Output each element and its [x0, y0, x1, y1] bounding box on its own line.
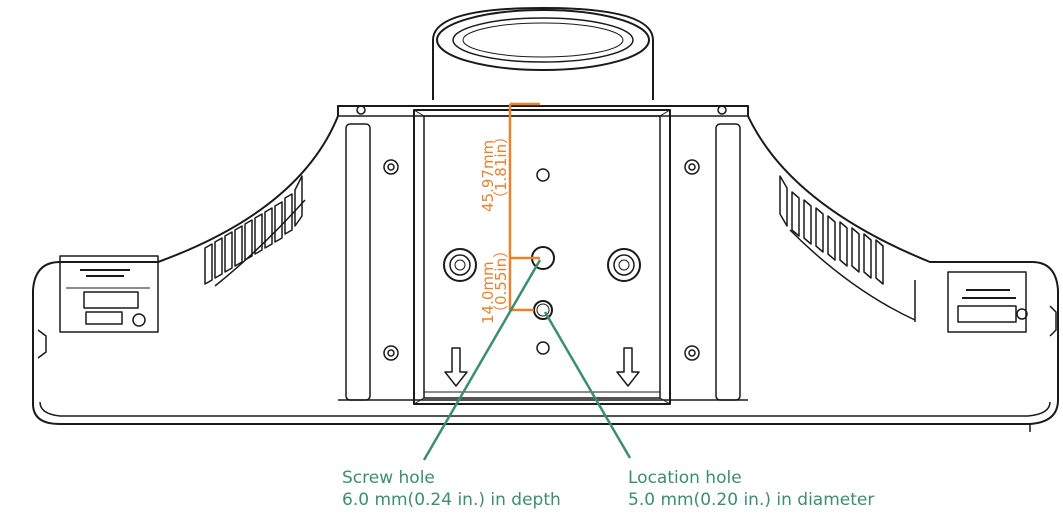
callout-leaders [422, 259, 632, 461]
left-vent [204, 175, 306, 287]
dimension-lines [508, 102, 540, 312]
right-side-tab [1049, 305, 1057, 337]
location-hole-title: Location hole [628, 468, 742, 488]
screw-hole-callout: Screw hole 6.0 mm(0.24 in.) in depth [342, 467, 561, 511]
right-vent [779, 175, 916, 322]
screw-hole-leader [422, 259, 542, 461]
dimension-label-1-81in: （1.81in） [492, 129, 510, 206]
device-body [32, 105, 1059, 425]
mounting-plate [413, 109, 671, 405]
down-arrow-left-icon [444, 347, 468, 387]
location-hole-leader [543, 311, 632, 459]
location-hole-callout: Location hole 5.0 mm(0.20 in.) in diamet… [628, 467, 874, 511]
dimension-label-14mm: 14.0mm [479, 261, 497, 324]
dimension-label-0-55in: （0.55in） [492, 243, 510, 320]
left-label-area [59, 255, 159, 333]
down-arrow-right-icon [616, 347, 640, 387]
right-label-area [947, 271, 1028, 333]
left-boss [443, 248, 477, 282]
upper-hole [536, 168, 550, 182]
left-side-tab [37, 329, 47, 359]
location-hole-detail: 5.0 mm(0.20 in.) in diameter [628, 490, 875, 510]
location-hole [533, 300, 553, 320]
screw-hole-title: Screw hole [342, 468, 435, 488]
lower-hole [536, 341, 550, 355]
lens-cylinder [432, 7, 654, 100]
screw-hole-detail: 6.0 mm(0.24 in.) in depth [342, 490, 561, 510]
dimension-label-45mm: 45.97mm [479, 140, 497, 212]
right-boss [607, 248, 641, 282]
